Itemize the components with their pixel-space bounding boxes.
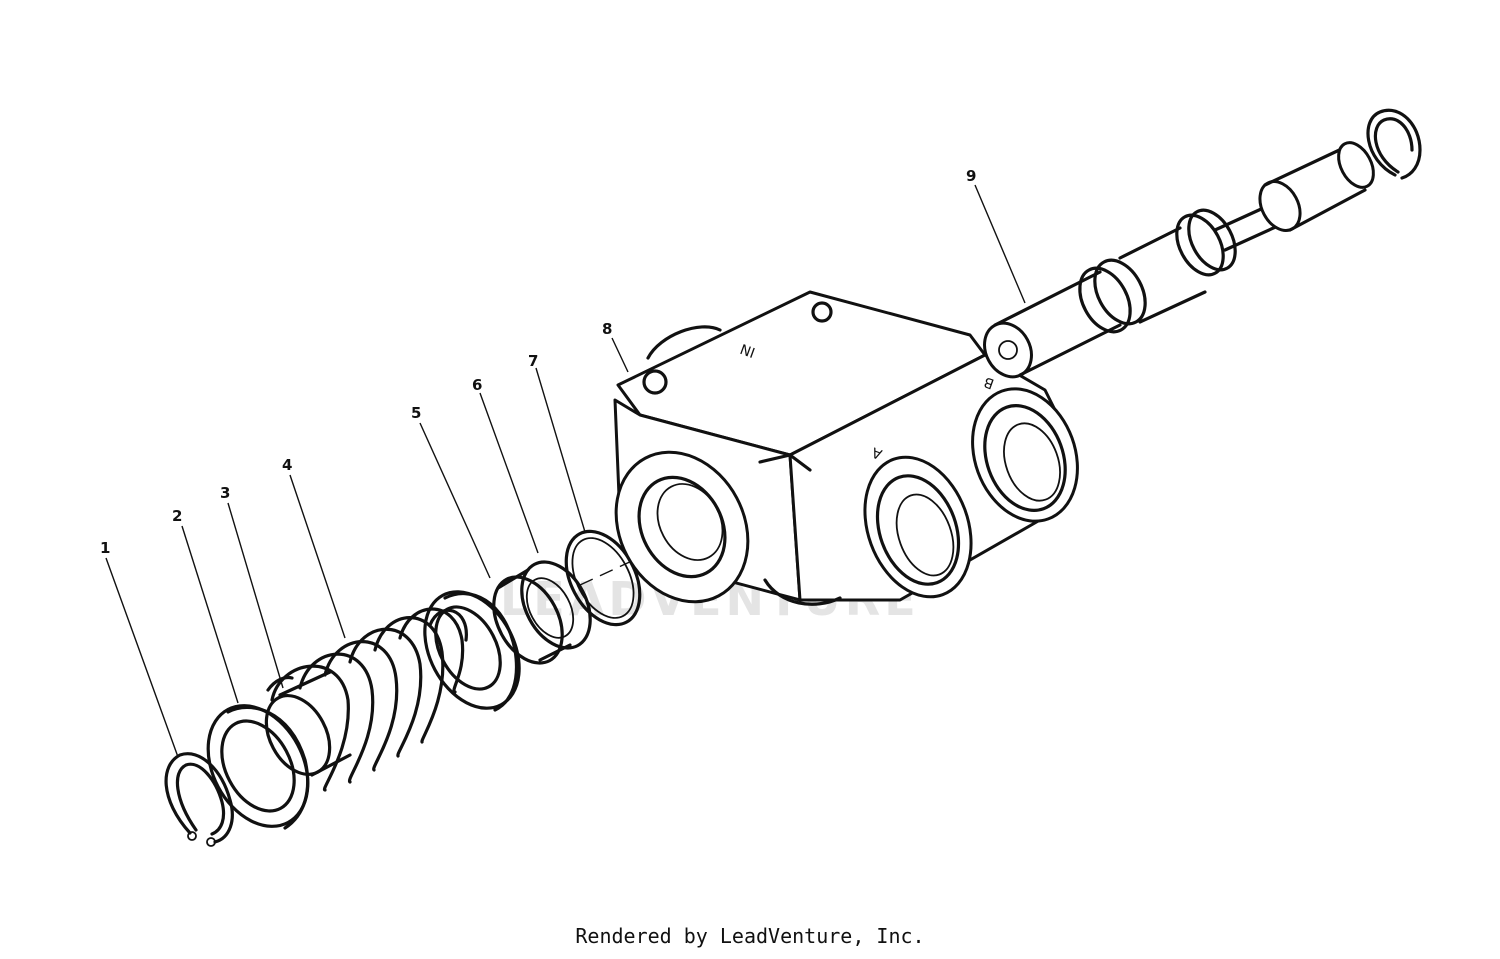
mark-top: IN	[738, 340, 757, 360]
callout-8: 8	[602, 320, 612, 338]
part-2-washer	[206, 704, 310, 830]
callout-labels: 1 2 3 4 5 6 7 8 9	[100, 167, 976, 557]
part-1-snap-ring	[164, 752, 234, 847]
render-credit: Rendered by LeadVenture, Inc.	[575, 924, 925, 948]
callout-2: 2	[172, 507, 182, 525]
callout-7: 7	[528, 352, 538, 370]
part-6-seal	[492, 560, 592, 665]
leader-lines	[105, 184, 1026, 758]
part-9-spool	[983, 108, 1422, 379]
callout-4: 4	[282, 456, 292, 474]
callout-5: 5	[411, 404, 421, 422]
callout-6: 6	[472, 376, 482, 394]
part-5-washer	[423, 590, 521, 712]
part-8-valve-body: IN A B	[613, 290, 1079, 606]
callout-9: 9	[966, 167, 976, 185]
callout-1: 1	[100, 539, 110, 557]
part-4-spring	[270, 607, 468, 792]
callout-3: 3	[220, 484, 230, 502]
